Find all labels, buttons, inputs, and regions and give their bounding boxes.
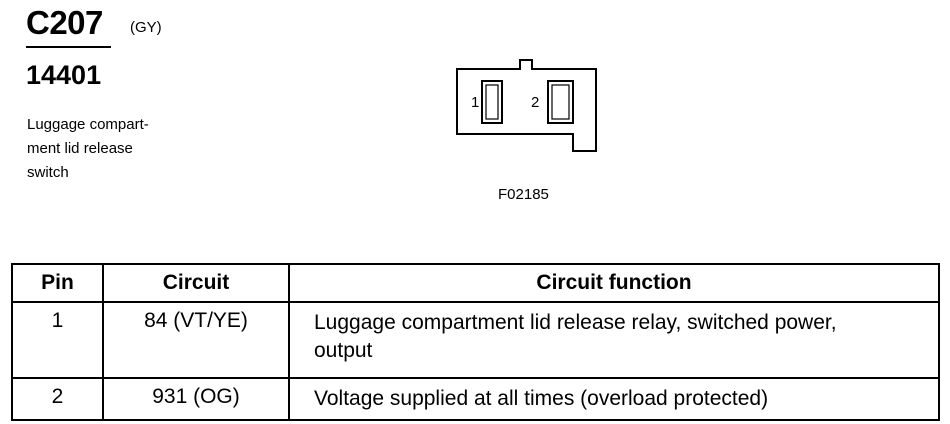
pin-1-cavity [481,80,503,124]
function-line: Luggage compartment lid release relay, s… [314,311,837,334]
function-line: output [314,339,373,362]
pin-1-cavity-inner [485,84,499,120]
description-line: Luggage compart- [27,116,149,133]
function-cell: Luggage compartment lid release relay, s… [288,301,940,379]
pin-2-label: 2 [531,94,539,111]
header-circuit-function: Circuit function [288,263,940,303]
pin-cell: 2 [11,377,104,421]
table-row: 1 84 (VT/YE) Luggage compartment lid rel… [11,301,940,379]
pin-1-label: 1 [471,94,479,111]
pinout-table: Pin Circuit Circuit function 1 84 (VT/YE… [11,263,940,421]
header-pin: Pin [11,263,104,303]
description-line: ment lid release [27,140,133,157]
description-line: switch [27,164,69,181]
circuit-cell: 931 (OG) [102,377,290,421]
figure-code: F02185 [498,186,549,203]
header-circuit: Circuit [102,263,290,303]
pin-2-cavity-inner [551,84,570,120]
pin-cell: 1 [11,301,104,379]
table-row: 2 931 (OG) Voltage supplied at all times… [11,377,940,421]
function-line: Voltage supplied at all times (overload … [314,387,769,410]
connector-color: (GY) [130,19,162,36]
title-rule [26,46,111,48]
circuit-cell: 84 (VT/YE) [102,301,290,379]
table-header-row: Pin Circuit Circuit function [11,263,940,303]
part-number: 14401 [26,60,102,90]
function-cell: Voltage supplied at all times (overload … [288,377,940,421]
connector-id: C207 [26,4,103,41]
connector-face-diagram: 1 2 [456,59,597,152]
component-description: Luggage compart- ment lid release switch [27,113,187,185]
